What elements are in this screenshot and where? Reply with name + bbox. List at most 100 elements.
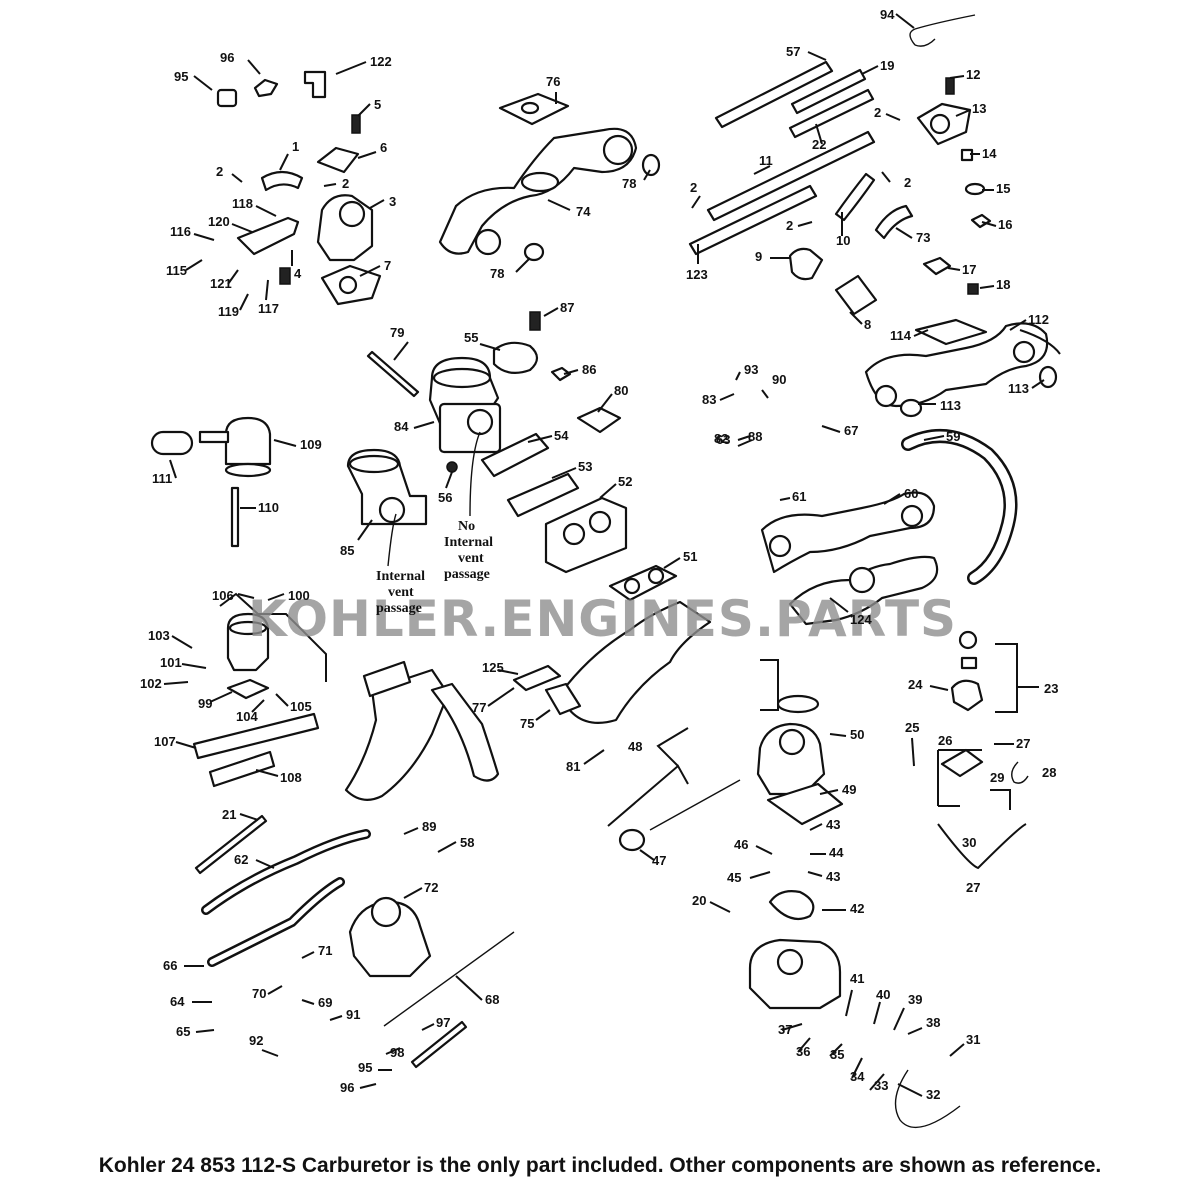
callout-41: 41 — [850, 971, 864, 986]
callout-46: 46 — [734, 837, 748, 852]
callout-10: 10 — [836, 233, 850, 248]
callout-69: 69 — [318, 995, 332, 1010]
callout-47: 47 — [652, 853, 666, 868]
callout-77: 77 — [472, 700, 486, 715]
callout-96b: 96 — [340, 1080, 354, 1095]
callout-111: 111 — [152, 471, 172, 486]
callout-12: 12 — [966, 67, 980, 82]
callout-48: 48 — [628, 739, 642, 754]
callout-89: 89 — [422, 819, 436, 834]
callout-117: 117 — [258, 301, 279, 316]
callout-52: 52 — [618, 474, 632, 489]
callout-4: 4 — [294, 266, 302, 281]
callout-28: 28 — [1042, 765, 1056, 780]
callout-62: 62 — [234, 852, 248, 867]
callout-103: 103 — [148, 628, 170, 643]
callout-78b: 78 — [490, 266, 504, 281]
callout-18: 18 — [996, 277, 1010, 292]
callout-86: 86 — [582, 362, 596, 377]
callout-26: 26 — [938, 733, 952, 748]
callout-75: 75 — [520, 716, 534, 731]
callout-105: 105 — [290, 699, 312, 714]
callout-27: 27 — [1016, 736, 1030, 751]
callout-8: 8 — [864, 317, 871, 332]
callout-5: 5 — [374, 97, 381, 112]
callout-115: 115 — [166, 263, 187, 278]
callout-2c: 2 — [874, 105, 881, 120]
callout-64: 64 — [170, 994, 185, 1009]
callout-106: 106 — [212, 588, 234, 603]
callout-110: 110 — [258, 500, 279, 515]
callout-35: 35 — [830, 1047, 844, 1062]
callout-104: 104 — [236, 709, 258, 724]
callout-114: 114 — [890, 328, 912, 343]
callout-36: 36 — [796, 1044, 810, 1059]
callout-68: 68 — [485, 992, 499, 1007]
callout-13: 13 — [972, 101, 986, 116]
note-line: Internal — [444, 535, 493, 550]
callout-24: 24 — [908, 677, 923, 692]
callout-2d: 2 — [904, 175, 911, 190]
callout-45: 45 — [727, 870, 741, 885]
callout-116: 116 — [170, 224, 191, 239]
callout-108: 108 — [280, 770, 302, 785]
callout-38: 38 — [926, 1015, 940, 1030]
callout-112: 112 — [1028, 312, 1049, 327]
callout-43: 43 — [826, 817, 840, 832]
callout-119: 119 — [218, 304, 239, 319]
callout-58: 58 — [460, 835, 474, 850]
callout-78: 78 — [622, 176, 636, 191]
callout-50: 50 — [850, 727, 864, 742]
callout-98: 98 — [390, 1045, 404, 1060]
callout-95b: 95 — [358, 1060, 372, 1075]
callout-125: 125 — [482, 660, 504, 675]
callout-113: 113 — [940, 398, 961, 413]
callout-40: 40 — [876, 987, 890, 1002]
callout-80: 80 — [614, 383, 628, 398]
callout-labels: 1 2 3 4 5 6 7 8 9 10 11 12 13 14 15 16 1… — [140, 7, 1058, 1102]
callout-73: 73 — [916, 230, 930, 245]
callout-67: 67 — [844, 423, 858, 438]
callout-6: 6 — [380, 140, 387, 155]
callout-74: 74 — [576, 204, 591, 219]
callout-14: 14 — [982, 146, 997, 161]
callout-2b: 2 — [342, 176, 349, 191]
callout-55: 55 — [464, 330, 478, 345]
callout-20: 20 — [692, 893, 706, 908]
callout-82-visible: 82 — [714, 431, 728, 446]
callout-92: 92 — [249, 1033, 263, 1048]
callout-94: 94 — [880, 7, 895, 22]
callout-25: 25 — [905, 720, 919, 735]
callout-2e: 2 — [690, 180, 697, 195]
callout-39: 39 — [908, 992, 922, 1007]
callout-30: 30 — [962, 835, 976, 850]
callout-1: 1 — [292, 139, 299, 154]
callout-90: 90 — [772, 372, 786, 387]
callout-121: 121 — [210, 276, 232, 291]
callout-97: 97 — [436, 1015, 450, 1030]
parts-exploded-diagram: KOHLER.ENGINES.PARTS Internal vent passa… — [140, 7, 1061, 1129]
callout-32: 32 — [926, 1087, 940, 1102]
callout-70: 70 — [252, 986, 266, 1001]
group-brackets — [219, 329, 1061, 870]
callout-53: 53 — [578, 459, 592, 474]
callout-99: 99 — [198, 696, 212, 711]
note-no-internal-vent: No Internal vent passage — [444, 431, 493, 582]
callout-109: 109 — [300, 437, 322, 452]
leader-lines — [163, 13, 1045, 1097]
callout-7: 7 — [384, 258, 391, 273]
callout-79: 79 — [390, 325, 404, 340]
callout-11: 11 — [759, 153, 773, 168]
callout-42: 42 — [850, 901, 864, 916]
callout-118: 118 — [232, 196, 253, 211]
callout-2: 2 — [216, 164, 223, 179]
callout-43b: 43 — [826, 869, 840, 884]
callout-122: 122 — [370, 54, 392, 69]
callout-124: 124 — [850, 612, 872, 627]
callout-61: 61 — [792, 489, 806, 504]
callout-65: 65 — [176, 1024, 190, 1039]
callout-63: 63 — [716, 432, 730, 447]
disclaimer-caption: Kohler 24 853 112-S Carburetor is the on… — [98, 1154, 1102, 1177]
callout-76: 76 — [546, 74, 560, 89]
callout-72: 72 — [424, 880, 438, 895]
